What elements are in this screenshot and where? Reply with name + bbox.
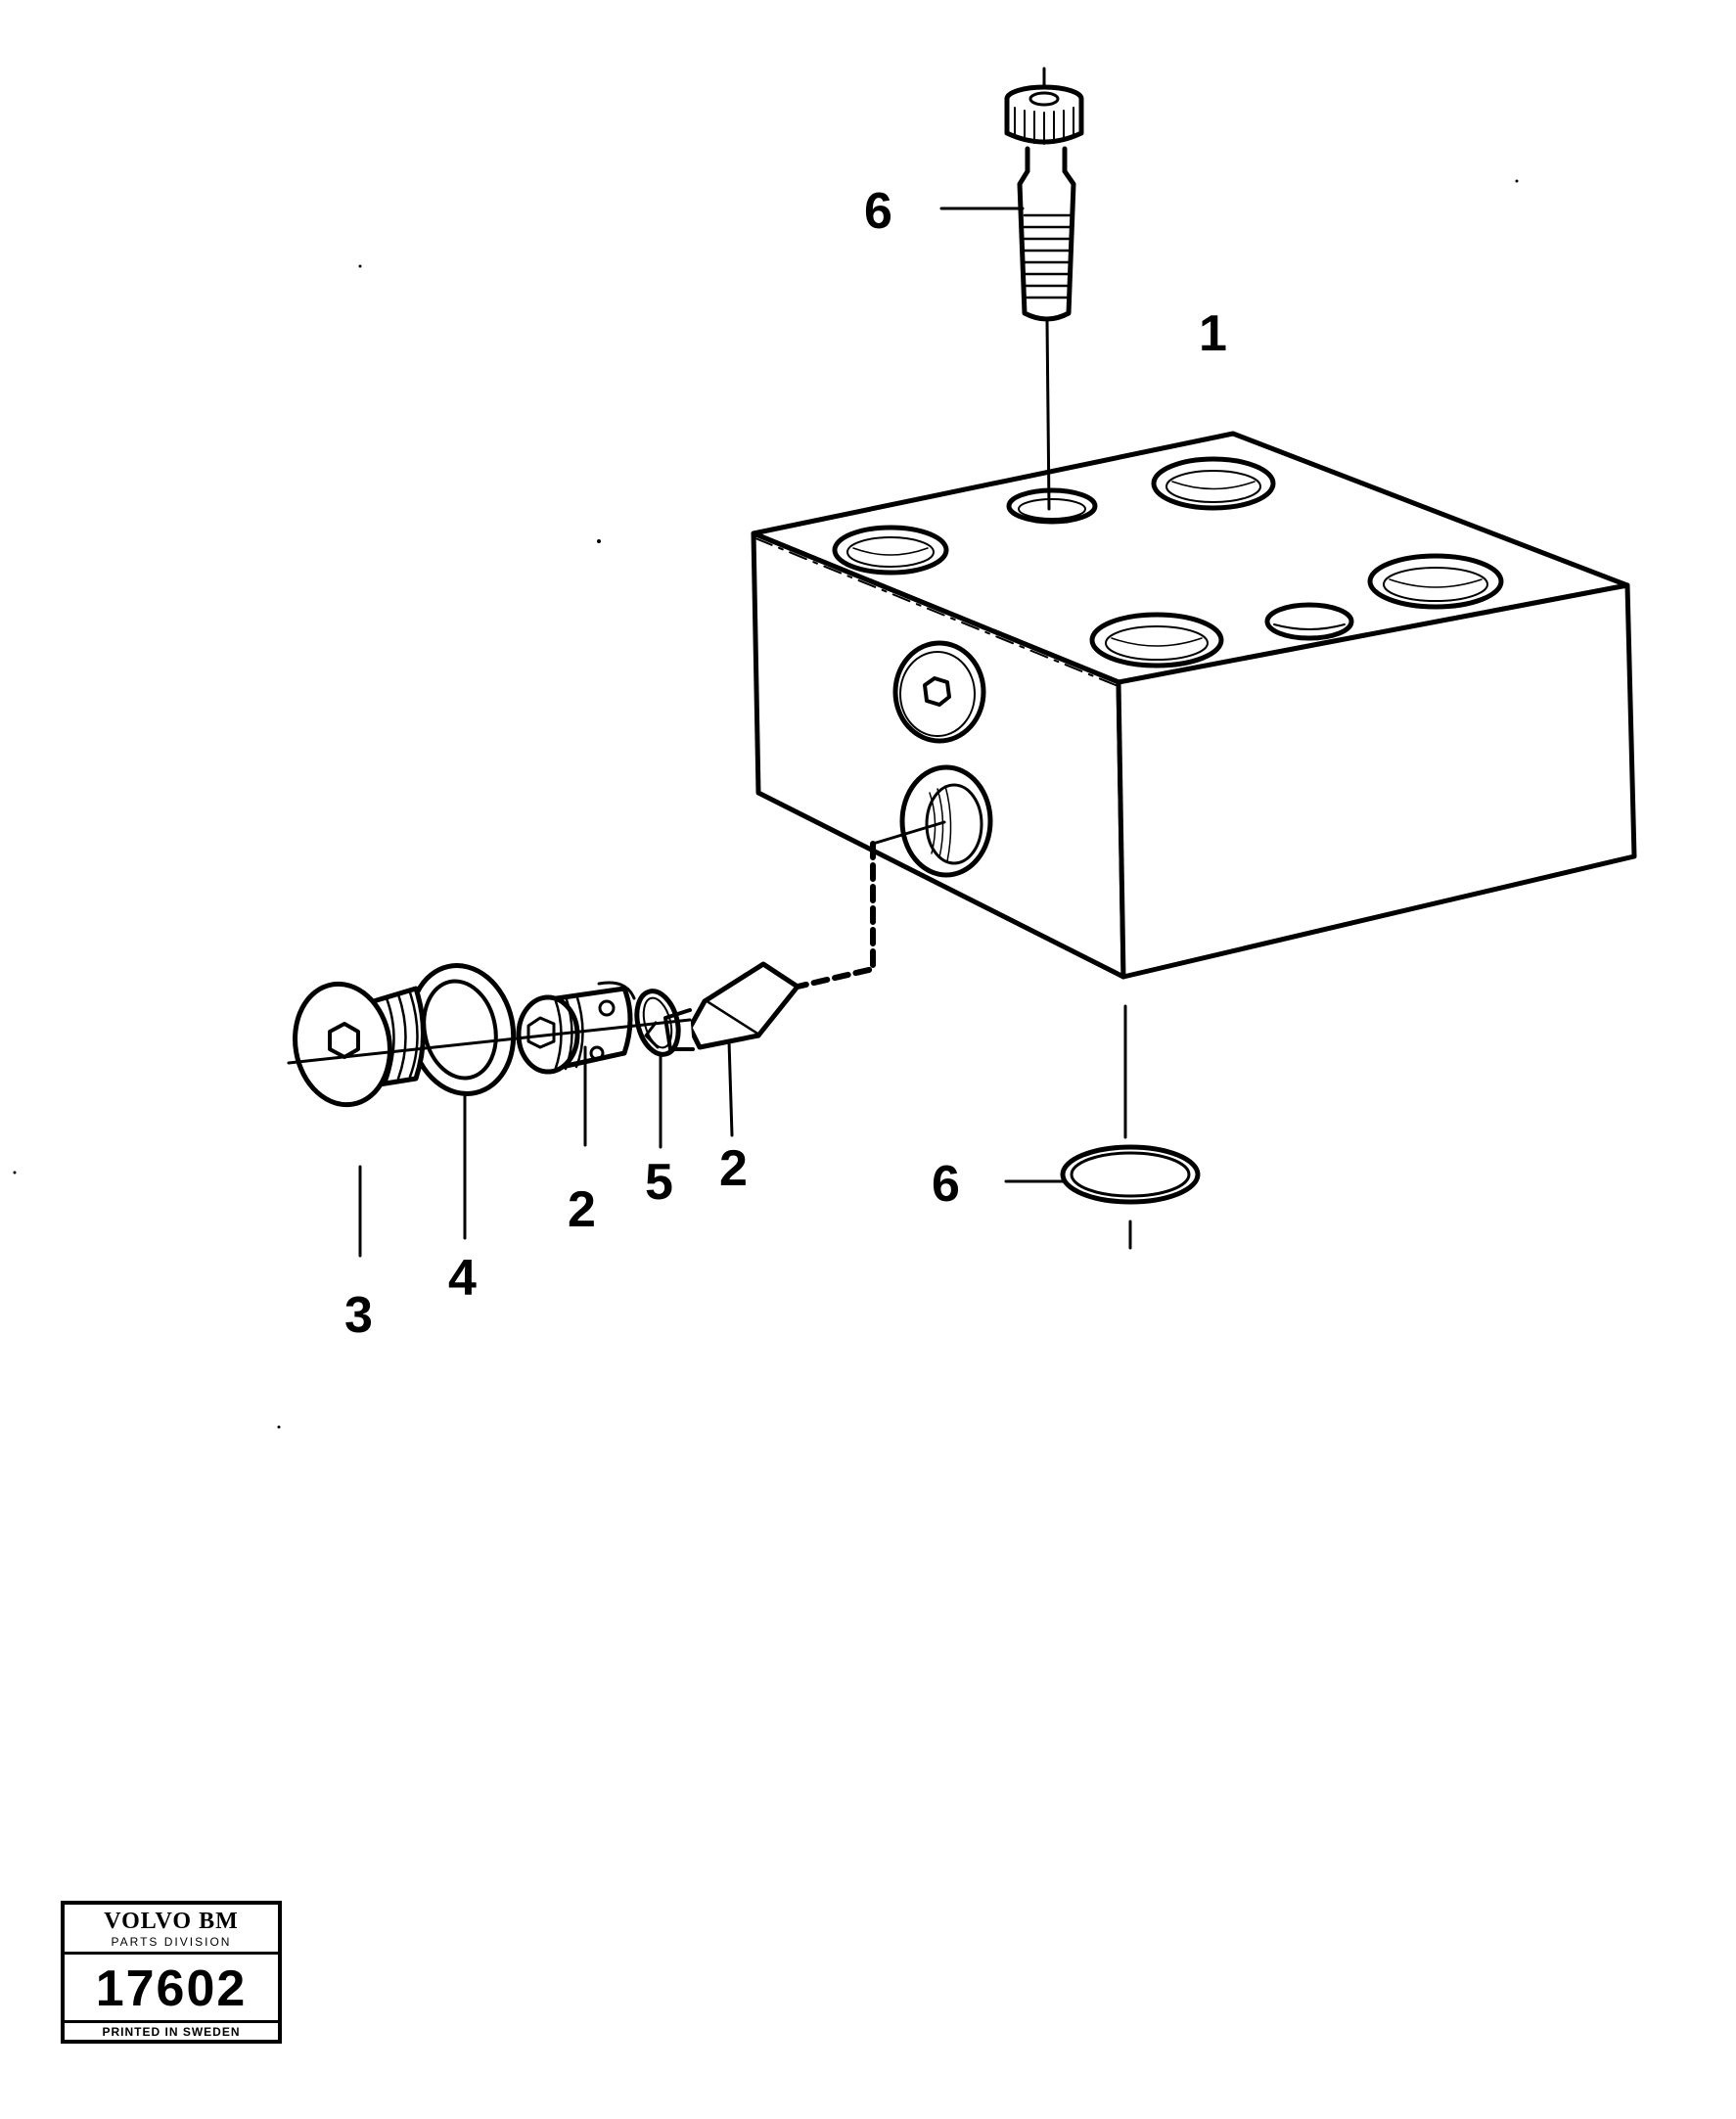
valve-insert bbox=[644, 961, 800, 1137]
parts-axis bbox=[287, 1018, 692, 1065]
stamp-brand: VOLVO BM bbox=[104, 1909, 239, 1934]
port-bolt-hole bbox=[1006, 487, 1098, 525]
side-threaded-port bbox=[899, 764, 993, 878]
valve-cartridge bbox=[516, 981, 636, 1147]
stamp-divider bbox=[65, 2020, 278, 2023]
port-top-4 bbox=[1089, 612, 1224, 668]
stamp-illustration-number: 17602 bbox=[95, 1960, 248, 2017]
port-top-3 bbox=[1367, 553, 1504, 610]
port-plugged bbox=[1264, 602, 1354, 641]
callout-o-ring: 5 bbox=[645, 1154, 673, 1211]
side-plug bbox=[892, 640, 986, 744]
callout-valve-cartridge: 2 bbox=[568, 1181, 596, 1238]
callout-washer: 4 bbox=[448, 1250, 477, 1307]
bolt bbox=[939, 67, 1084, 511]
callout-valve-block: 1 bbox=[1199, 305, 1227, 362]
port-top-1 bbox=[832, 525, 949, 576]
assembly-path bbox=[795, 841, 876, 990]
parts-division-stamp: VOLVO BM PARTS DIVISION 17602 PRINTED IN… bbox=[61, 1901, 282, 2044]
o-ring bbox=[634, 989, 681, 1149]
port-top-2 bbox=[1151, 456, 1276, 511]
stamp-printed-in: PRINTED IN SWEDEN bbox=[102, 2025, 241, 2039]
callout-seal-ring: 6 bbox=[932, 1156, 960, 1213]
stamp-division: PARTS DIVISION bbox=[111, 1935, 232, 1949]
callout-valve-insert: 2 bbox=[719, 1140, 748, 1197]
plug bbox=[293, 981, 426, 1258]
seal-ring bbox=[1004, 1004, 1201, 1250]
callout-plug: 3 bbox=[344, 1287, 373, 1344]
stamp-divider bbox=[65, 1952, 278, 1955]
callout-bolt: 6 bbox=[864, 183, 892, 240]
valve-block bbox=[751, 431, 1637, 980]
